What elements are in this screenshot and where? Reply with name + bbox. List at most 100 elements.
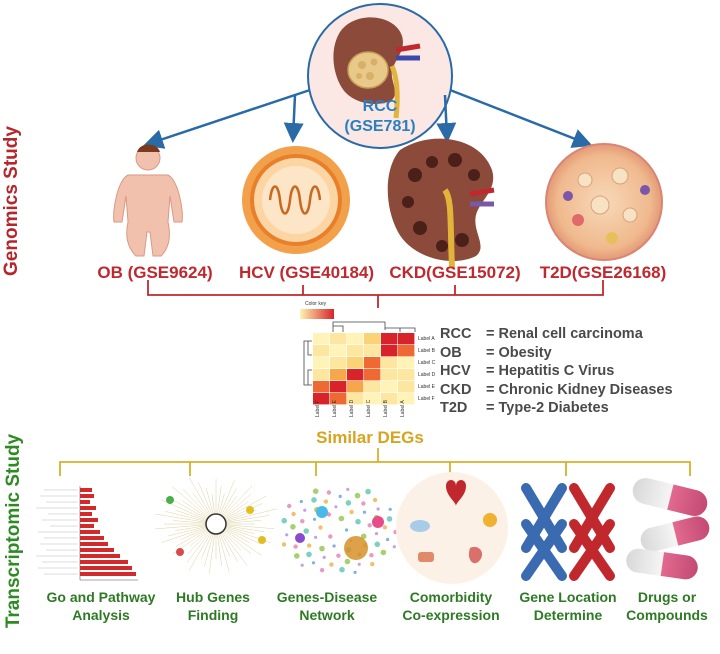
heatmap-cell xyxy=(313,381,330,393)
rcc-dataset: (GSE781) xyxy=(344,118,416,135)
network-node xyxy=(354,492,361,499)
similar-degs-label: Similar DEGs xyxy=(316,428,424,447)
network-node xyxy=(392,545,396,549)
network-node xyxy=(294,553,300,559)
heatmap-cell xyxy=(398,357,415,369)
disease-label-ob: OB (GSE9624) xyxy=(97,263,213,282)
lung-icon xyxy=(410,520,430,532)
kidney-small-icon xyxy=(418,552,434,562)
network-node xyxy=(362,510,367,514)
heatmap-row-label: Label D xyxy=(418,372,436,378)
network-node xyxy=(299,499,303,504)
heatmap-cell xyxy=(347,393,364,405)
network-node xyxy=(312,488,319,495)
heatmap-cell xyxy=(313,357,330,369)
network-node xyxy=(322,555,326,560)
heatmap-cell xyxy=(381,333,398,345)
heatmap-cell xyxy=(381,357,398,369)
heatmap-cell xyxy=(364,393,381,405)
network-node xyxy=(303,508,307,512)
genomics-bracket xyxy=(147,280,604,308)
heatmap-column-label: Label E xyxy=(332,400,338,417)
heatmap-cell xyxy=(364,345,381,357)
t2d-tissue-icon xyxy=(545,143,663,261)
network-node xyxy=(306,551,312,558)
heatmap-cell xyxy=(330,345,347,357)
network-node xyxy=(345,500,352,506)
network-node xyxy=(355,518,361,525)
heatmap-column-label: Label B xyxy=(383,400,389,417)
heatmap-row-label: Label B xyxy=(418,348,435,354)
color-key-bar xyxy=(300,309,334,319)
network-node xyxy=(311,497,317,503)
network-node xyxy=(345,528,349,532)
network-node xyxy=(319,568,325,573)
heatmap-cell xyxy=(330,357,347,369)
ckd-kidney-icon xyxy=(387,138,495,269)
network-node xyxy=(367,523,372,528)
network-node xyxy=(291,511,296,517)
heatmap-cell xyxy=(398,333,415,345)
network-node xyxy=(281,542,287,547)
tumor-icon xyxy=(347,51,389,89)
heatmap-cell xyxy=(330,333,347,345)
heatmap-cell xyxy=(347,381,364,393)
network-node xyxy=(357,562,361,566)
network-node xyxy=(380,549,387,556)
heatmap-cell xyxy=(381,393,398,405)
pathway-bar-chart-thumbnail xyxy=(36,486,138,581)
heatmap-cell xyxy=(398,345,415,357)
disease-label-ckd: CKD(GSE15072) xyxy=(389,263,521,282)
heatmap-cell xyxy=(313,393,330,405)
rcc-kidney-node xyxy=(307,3,453,149)
transcriptomic-bracket xyxy=(59,448,691,476)
heatmap-row-label: Label E xyxy=(418,384,435,390)
chromosome-thumbnail xyxy=(521,483,615,581)
network-node xyxy=(370,561,375,567)
network-node xyxy=(346,487,350,491)
distribution-arrows xyxy=(143,88,593,149)
intestine-icon xyxy=(468,546,483,564)
heatmap-column-label: Label A xyxy=(400,400,406,417)
heatmap-cell xyxy=(313,345,330,357)
network-node xyxy=(338,515,345,522)
heatmap-color-key-label: Color key xyxy=(305,301,327,307)
obesity-person-icon xyxy=(113,144,183,257)
similar-degs-heatmap xyxy=(300,309,416,405)
network-node xyxy=(353,570,357,575)
network-node xyxy=(329,562,334,567)
hub-genes-network-thumbnail xyxy=(154,477,277,574)
heatmap-cell xyxy=(313,333,330,345)
network-node xyxy=(388,507,392,511)
heatmap-cell xyxy=(330,381,347,393)
abbr-row-hcv: HCV= Hepatitis C Virus xyxy=(440,363,615,379)
network-node xyxy=(328,534,333,539)
network-node xyxy=(374,532,379,536)
network-node xyxy=(285,533,289,537)
heatmap-cell xyxy=(330,393,347,405)
abbr-row-ob: OB= Obesity xyxy=(440,344,552,361)
genomics-study-label: Genomics Study xyxy=(1,126,22,276)
heatmap-cell xyxy=(364,369,381,381)
hcv-virus-icon xyxy=(242,146,350,254)
network-node xyxy=(360,533,367,540)
heatmap-cell xyxy=(330,369,347,381)
heatmap-cell xyxy=(398,393,415,405)
heatmap-cell xyxy=(347,333,364,345)
heatmap-cell xyxy=(347,345,364,357)
heatmap-row-label: Label A xyxy=(418,336,435,342)
network-node xyxy=(332,544,336,548)
heatmap-cell xyxy=(381,381,398,393)
heatmap-cell xyxy=(364,357,381,369)
rcc-label: RCC (GSE781) xyxy=(325,97,435,137)
network-node xyxy=(386,537,390,542)
heatmap-cell xyxy=(398,369,415,381)
network-node xyxy=(318,525,323,530)
heatmap-row-label: Label C xyxy=(418,360,436,366)
